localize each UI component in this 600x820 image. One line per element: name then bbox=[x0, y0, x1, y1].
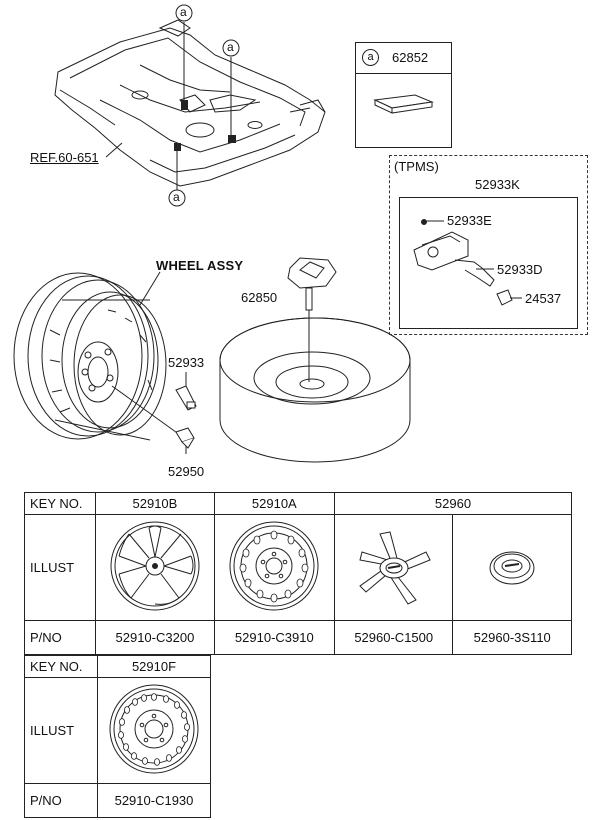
tpms-part-d: 52933D bbox=[497, 262, 543, 277]
hanger-part-number: 62850 bbox=[241, 290, 278, 305]
marker-circle-3 bbox=[168, 189, 186, 207]
key-no-header: KEY NO. bbox=[23, 492, 97, 515]
pno-cell-1: 52910-C3200 bbox=[95, 620, 215, 655]
legend-marker: a bbox=[362, 49, 379, 66]
center-cap-round-icon bbox=[489, 551, 535, 585]
marker-circle-2 bbox=[222, 39, 240, 57]
nut-drawing bbox=[175, 427, 195, 449]
brand-logo-mark bbox=[505, 563, 520, 567]
steel-wheel-icon bbox=[229, 521, 319, 611]
tpms-kit-number: 52933K bbox=[475, 177, 520, 192]
marker-leaders bbox=[105, 22, 232, 190]
illust-header: ILLUST bbox=[24, 677, 98, 784]
illust-cell-3 bbox=[333, 514, 454, 621]
parts-diagram bbox=[13, 4, 522, 463]
pno-cell-3: 52960-C1500 bbox=[333, 620, 454, 655]
vent-holes bbox=[239, 530, 309, 603]
legend-part-number: 62852 bbox=[392, 50, 429, 65]
marker-label-2: a bbox=[227, 40, 234, 54]
tpms-group: (TPMS) 52933K bbox=[389, 155, 588, 335]
key-cell-1: 52910B bbox=[95, 492, 215, 515]
brand-logo-mark bbox=[387, 565, 400, 569]
illust-cell-4 bbox=[452, 514, 572, 621]
nut-part-number: 52950 bbox=[168, 464, 205, 479]
floor-pan-drawing bbox=[54, 19, 326, 187]
tpms-leaders bbox=[426, 220, 522, 299]
center-cap-star-icon bbox=[358, 531, 431, 605]
illust-cell-2 bbox=[213, 514, 335, 621]
pno-cell: 52910-C1930 bbox=[97, 783, 211, 818]
tpms-sensor-drawing bbox=[413, 219, 513, 306]
wheel-cover-icon bbox=[110, 521, 200, 611]
key-cell-2: 52910A bbox=[213, 492, 335, 515]
tpms-part-cap: 24537 bbox=[525, 291, 562, 306]
ref-label: REF.60-651 bbox=[30, 150, 99, 165]
pno-cell-2: 52910-C3910 bbox=[213, 620, 335, 655]
spare-tire-drawing bbox=[219, 317, 411, 463]
legend-box: a 62852 bbox=[355, 42, 452, 148]
illust-header: ILLUST bbox=[23, 514, 97, 621]
pno-header: P/NO bbox=[24, 783, 98, 818]
tpms-kit-box bbox=[399, 197, 578, 329]
pno-header: P/NO bbox=[23, 620, 97, 655]
illust-cell bbox=[97, 677, 211, 784]
marker-label-3: a bbox=[173, 190, 180, 204]
floor-clip-1 bbox=[181, 100, 188, 110]
steel-wheel-icon bbox=[109, 684, 199, 774]
hanger-drawing bbox=[287, 257, 337, 382]
steel-wheel-drawing bbox=[13, 272, 167, 441]
illust-cell-1 bbox=[95, 514, 215, 621]
key-no-header: KEY NO. bbox=[24, 655, 98, 678]
tpms-title: (TPMS) bbox=[394, 159, 439, 174]
wheel-assy-title: WHEEL ASSY bbox=[156, 258, 244, 273]
valve-part-number: 52933 bbox=[168, 355, 205, 370]
floor-clip-2 bbox=[228, 135, 236, 143]
key-cell-3: 52960 bbox=[333, 492, 573, 515]
floor-clip-3 bbox=[174, 143, 181, 151]
tpms-part-e: 52933E bbox=[447, 213, 492, 228]
marker-circle-1 bbox=[175, 4, 193, 22]
wheel-leaders bbox=[111, 372, 187, 454]
pno-cell-4: 52960-3S110 bbox=[452, 620, 572, 655]
vent-holes bbox=[117, 693, 191, 766]
pad-drawing bbox=[373, 94, 434, 114]
key-cell: 52910F bbox=[97, 655, 211, 678]
valve-drawing bbox=[175, 385, 197, 411]
legend-header: a 62852 bbox=[356, 43, 451, 74]
marker-label-1: a bbox=[180, 5, 187, 19]
steel-wheel-table: KEY NO. 52910F ILLUST bbox=[24, 655, 211, 818]
wheel-options-table: KEY NO. 52910B 52910A 52960 ILLUST bbox=[23, 492, 573, 655]
